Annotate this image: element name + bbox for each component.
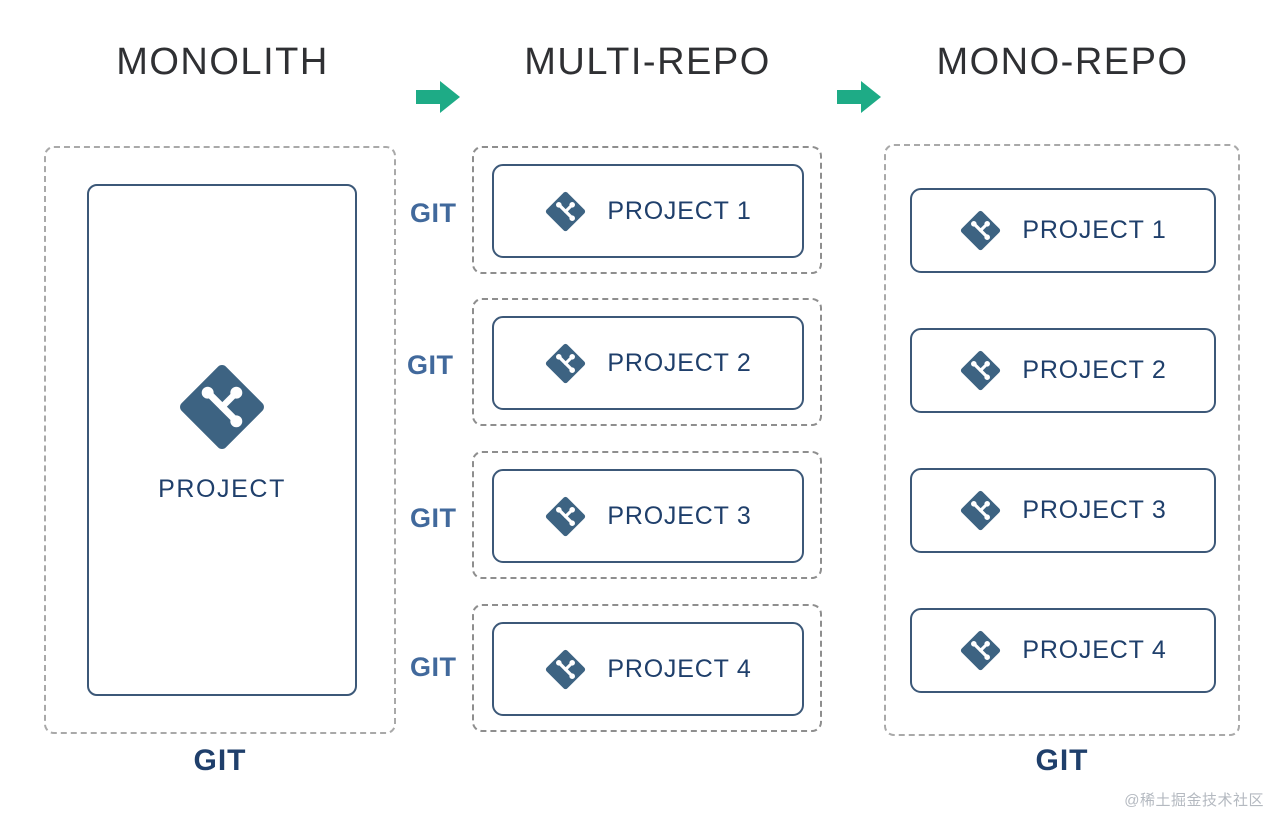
git-logo-icon [546, 496, 586, 536]
monorepo-project-label-1: PROJECT 1 [1022, 216, 1167, 244]
monorepo-project-card-2[interactable]: PROJECT 2 [910, 328, 1216, 413]
git-logo-icon [961, 630, 1001, 671]
git-logo-icon [546, 649, 586, 689]
multirepo-project-label-4: PROJECT 4 [607, 654, 752, 683]
monorepo-project-label-3: PROJECT 3 [1022, 496, 1167, 524]
multirepo-git-label-4: GIT [410, 652, 457, 682]
multirepo-repo-boundary-2: PROJECT 2 [472, 298, 822, 426]
arrow-right-icon [416, 81, 460, 113]
git-logo-icon [961, 210, 1001, 251]
multirepo-git-label-2: GIT [407, 350, 454, 380]
monolith-card-content: PROJECT [89, 361, 355, 504]
multirepo-repo-boundary-4: PROJECT 4 [472, 604, 822, 732]
git-logo-icon [180, 365, 264, 449]
multirepo-repo-boundary-3: PROJECT 3 [472, 451, 822, 579]
multirepo-project-label-3: PROJECT 3 [607, 501, 752, 530]
monorepo-project-card-4[interactable]: PROJECT 4 [910, 608, 1216, 693]
monolith-project-card[interactable]: PROJECT [87, 184, 357, 696]
column-titles-row: MONOLITH MULTI-REPO MONO-REPO [0, 34, 1280, 113]
monorepo-git-label: GIT [1035, 744, 1089, 777]
monolith-git-label: GIT [193, 744, 247, 777]
multirepo-project-card-3[interactable]: PROJECT 3 [492, 469, 804, 563]
multirepo-project-label-2: PROJECT 2 [607, 348, 752, 377]
git-logo-icon [546, 343, 586, 383]
git-logo-icon [546, 191, 586, 231]
monorepo-project-label-2: PROJECT 2 [1022, 356, 1167, 384]
git-logo-icon [961, 490, 1001, 531]
multirepo-repo-boundary-1: PROJECT 1 [472, 146, 822, 274]
multirepo-project-card-4[interactable]: PROJECT 4 [492, 622, 804, 716]
watermark-text: @稀土掘金技术社区 [1124, 792, 1264, 809]
multirepo-git-label-3: GIT [410, 503, 457, 533]
column-title-monolith: MONOLITH [116, 41, 329, 83]
column-title-multirepo: MULTI-REPO [524, 41, 771, 83]
monorepo-project-card-3[interactable]: PROJECT 3 [910, 468, 1216, 553]
multirepo-project-label-1: PROJECT 1 [607, 196, 752, 225]
multirepo-project-card-2[interactable]: PROJECT 2 [492, 316, 804, 410]
arrow-right-icon [837, 81, 881, 113]
multirepo-git-label-1: GIT [410, 198, 457, 228]
column-title-monorepo: MONO-REPO [936, 41, 1189, 83]
monolith-project-label: PROJECT [158, 475, 286, 503]
monorepo-project-card-1[interactable]: PROJECT 1 [910, 188, 1216, 273]
git-logo-icon [961, 350, 1001, 391]
multirepo-project-card-1[interactable]: PROJECT 1 [492, 164, 804, 258]
monorepo-project-label-4: PROJECT 4 [1022, 636, 1167, 664]
